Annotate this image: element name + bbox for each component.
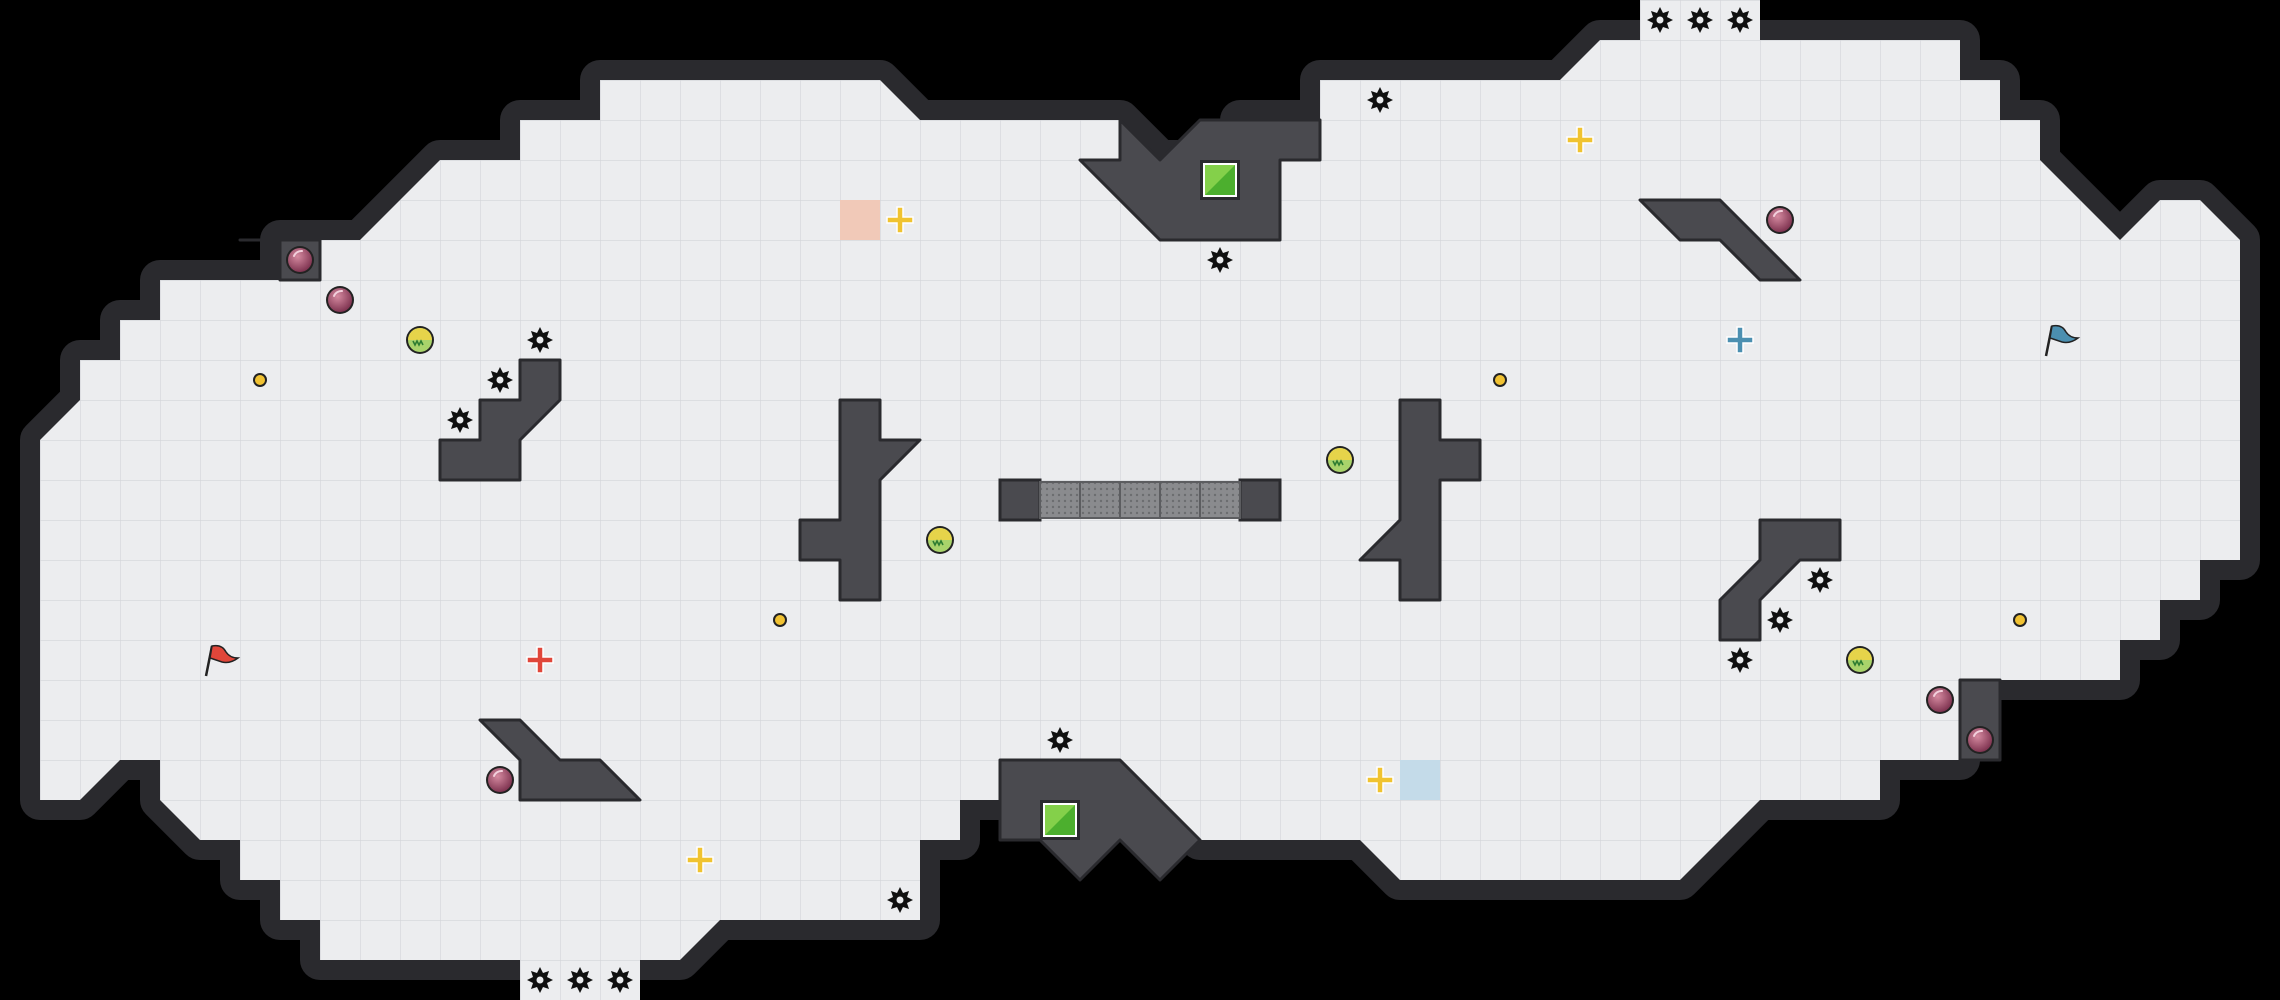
toggle-dot-icon [1493,373,1507,387]
powerup-icon [405,325,435,355]
wall-grate-cap-right [1238,478,1282,522]
boost-cross [1726,326,1754,354]
boost-icon [1366,766,1394,794]
wall-grate-cap-left [998,478,1042,522]
flag-cloth [2049,324,2081,344]
wall-bottom-spur [478,718,642,802]
powerup-icon [1845,645,1875,675]
portal-icon [1040,800,1080,840]
boost-cross [1366,766,1394,794]
bomb-icon [285,245,315,275]
toggle-dot-fill [255,375,265,385]
toggle-dot-fill [775,615,785,625]
boost-cross [886,206,914,234]
blue-boost-icon [1726,326,1754,354]
gate-grate [1119,481,1161,519]
red-boost-icon [526,646,554,674]
boost-cross [526,646,554,674]
toggle-dot-icon [773,613,787,627]
powerup-icon [925,525,955,555]
boost-cross [686,846,714,874]
powerup-icon [1325,445,1355,475]
blue-team-tile [1400,760,1440,800]
wall-left-hook [438,358,562,482]
wall-center-right-pillar [1358,398,1482,602]
boost-icon [886,206,914,234]
gate-grate [1159,481,1201,519]
wall-center-left-pillar [798,398,922,602]
boost-icon [1566,126,1594,154]
gate-grate [1039,481,1081,519]
wall-right-hook [1718,518,1842,642]
flag-cloth [209,644,241,664]
bomb-icon [1765,205,1795,235]
blue-flag-icon [2044,324,2081,357]
gate-grate [1199,481,1241,519]
wall-top-spur [1638,198,1802,282]
bomb-icon [325,285,355,315]
boost-cross [1566,126,1594,154]
wall-bottom-v [998,758,1202,882]
toggle-dot-fill [1495,375,1505,385]
toggle-dot-icon [2013,613,2027,627]
boost-icon [686,846,714,874]
toggle-dot-icon [253,373,267,387]
portal-icon [1200,160,1240,200]
bomb-icon [1925,685,1955,715]
red-flag-icon [204,644,241,677]
bomb-icon [485,765,515,795]
toggle-dot-fill [2015,615,2025,625]
gate-grate [1079,481,1121,519]
bomb-icon [1965,725,1995,755]
red-team-tile [840,200,880,240]
